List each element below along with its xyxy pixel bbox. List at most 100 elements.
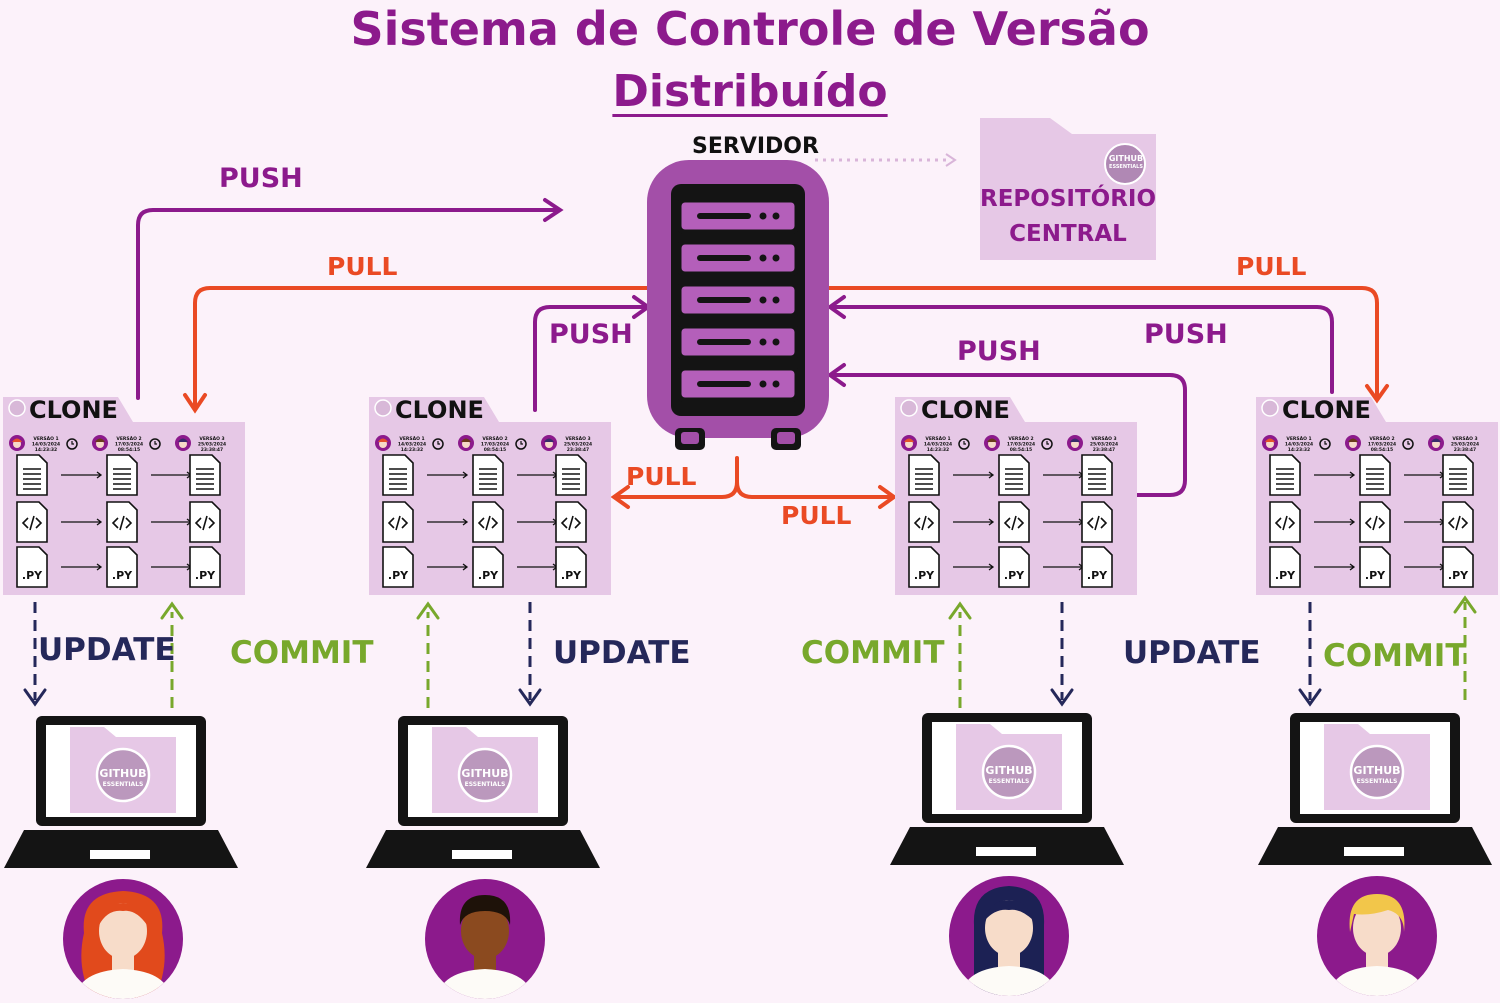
version-label: VERSÃO 1	[925, 435, 950, 442]
laptop-badge: GITHUB ESSENTIALS	[1351, 765, 1403, 787]
history-arrow	[1314, 518, 1356, 526]
version-time: 08:54:15	[1010, 447, 1032, 453]
python-file-icon: .PY	[189, 546, 221, 588]
file-type-label: .PY	[1365, 569, 1386, 582]
version-time: 08:54:15	[1371, 447, 1393, 453]
server-label: SERVIDOR	[692, 134, 819, 159]
python-file-icon: .PY	[382, 546, 414, 588]
clock-icon	[1319, 438, 1331, 450]
version-time: 23:38:47	[567, 447, 589, 453]
pull-arrow-3	[735, 480, 892, 499]
code-file-icon	[106, 501, 138, 543]
pull-label-1: PULL	[327, 252, 398, 281]
history-arrow	[427, 518, 469, 526]
history-arrow	[61, 563, 103, 571]
version-time: 23:38:47	[1454, 447, 1476, 453]
history-arrow	[1314, 563, 1356, 571]
document-icon	[1442, 454, 1474, 496]
clone-label: CLONE	[395, 396, 484, 424]
laptop-badge-line1: GITHUB	[1353, 764, 1401, 777]
history-arrow	[61, 471, 103, 479]
file-type-label: .PY	[195, 569, 216, 582]
history-arrow	[953, 471, 995, 479]
clock-icon	[958, 438, 970, 450]
push-arrow-3	[832, 373, 1187, 497]
code-file-icon	[555, 501, 587, 543]
version-date: 14/03/2024	[1285, 442, 1313, 448]
laptop-badge: GITHUB ESSENTIALS	[97, 768, 149, 790]
document-icon	[382, 454, 414, 496]
commit-label-3: COMMIT	[1323, 638, 1467, 674]
server-icon	[647, 160, 829, 450]
repository-label: REPOSITÓRIO CENTRAL	[980, 182, 1156, 252]
document-icon	[1359, 454, 1391, 496]
clock-icon	[432, 438, 444, 450]
code-file-icon	[1269, 501, 1301, 543]
file-type-label: .PY	[478, 569, 499, 582]
clock-icon	[66, 438, 78, 450]
code-file-icon	[1081, 501, 1113, 543]
version-label: VERSÃO 2	[1369, 435, 1394, 442]
version-date: 25/03/2024	[1451, 442, 1479, 448]
laptop-badge-line2: ESSENTIALS	[102, 781, 144, 788]
update-label-1: UPDATE	[38, 632, 176, 668]
history-arrow	[151, 471, 193, 479]
document-icon	[106, 454, 138, 496]
version-date: 25/03/2024	[198, 442, 226, 448]
version-time: 14:23:32	[35, 447, 57, 453]
history-arrow	[151, 518, 193, 526]
code-file-icon	[908, 501, 940, 543]
history-arrow	[953, 518, 995, 526]
version-date: 17/03/2024	[481, 442, 509, 448]
file-type-label: .PY	[1004, 569, 1025, 582]
clock-icon	[515, 438, 527, 450]
update-label-3: UPDATE	[1123, 635, 1261, 671]
code-file-icon	[472, 501, 504, 543]
version-date: 14/03/2024	[924, 442, 952, 448]
history-arrow	[1404, 563, 1446, 571]
version-time: 08:54:15	[484, 447, 506, 453]
pull-label-2: PULL	[626, 462, 697, 491]
version-time: 23:38:47	[1093, 447, 1115, 453]
developer-workstation: GITHUB ESSENTIALS	[366, 713, 602, 1003]
clock-icon	[1041, 438, 1053, 450]
version-time: 14:23:32	[927, 447, 949, 453]
push-arrow-2	[533, 305, 646, 412]
laptop-badge: GITHUB ESSENTIALS	[459, 768, 511, 790]
version-date: 17/03/2024	[1368, 442, 1396, 448]
python-file-icon: .PY	[1269, 546, 1301, 588]
history-arrow	[1043, 518, 1085, 526]
developer-workstation: GITHUB ESSENTIALS	[890, 710, 1126, 1000]
code-file-icon	[998, 501, 1030, 543]
python-file-icon: .PY	[1081, 546, 1113, 588]
push-label-4: PUSH	[1144, 319, 1228, 350]
code-file-icon	[382, 501, 414, 543]
version-date: 17/03/2024	[115, 442, 143, 448]
push-label-2: PUSH	[549, 319, 633, 350]
history-arrow	[1043, 471, 1085, 479]
developer-avatar	[63, 879, 183, 999]
document-icon	[555, 454, 587, 496]
github-badge-icon	[981, 744, 1037, 800]
version-label: VERSÃO 1	[33, 435, 58, 442]
version-label: VERSÃO 2	[482, 435, 507, 442]
push-label-1: PUSH	[219, 163, 303, 194]
version-date: 14/03/2024	[32, 442, 60, 448]
update-label-2: UPDATE	[553, 635, 691, 671]
version-date: 14/03/2024	[398, 442, 426, 448]
clone-label: CLONE	[921, 396, 1010, 424]
history-arrow	[427, 563, 469, 571]
clock-icon	[149, 438, 161, 450]
pull-label-4: PULL	[1236, 252, 1307, 281]
file-type-label: .PY	[914, 569, 935, 582]
history-arrow	[517, 563, 559, 571]
history-arrow	[1404, 518, 1446, 526]
version-time: 14:23:32	[401, 447, 423, 453]
code-file-icon	[1442, 501, 1474, 543]
